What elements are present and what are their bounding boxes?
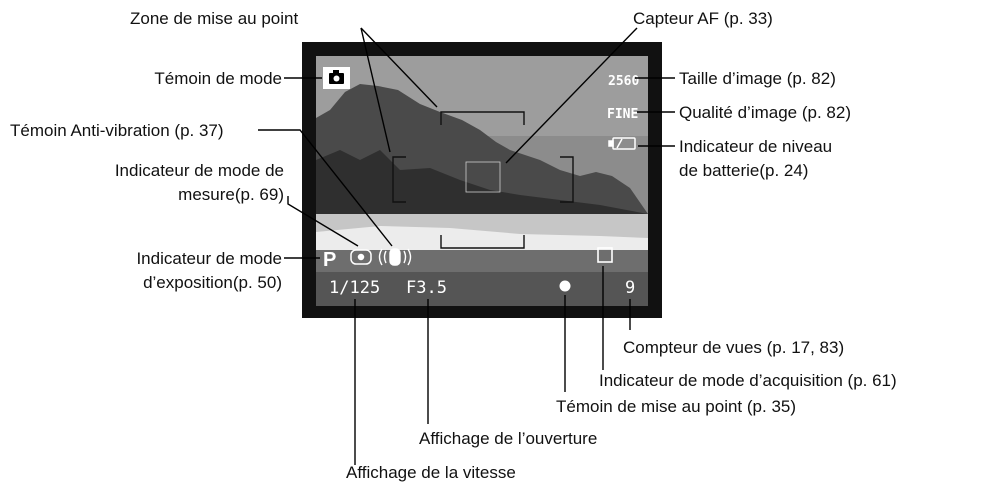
- label-battery-line2: de batterie(p. 24): [679, 161, 808, 180]
- lcd-photo-foreground-dark: [316, 272, 648, 306]
- osd-quality: FINE: [607, 107, 638, 122]
- label-drive-mode: Indicateur de mode d’acquisition (p. 61): [599, 371, 897, 390]
- focus-signal-dot: [559, 280, 571, 292]
- osd-aperture: F3.5: [406, 278, 447, 298]
- label-frame-counter: Compteur de vues (p. 17, 83): [623, 338, 844, 357]
- osd-shutter: 1/125: [329, 278, 380, 298]
- focus-frame: [392, 111, 574, 249]
- metering-icon: [350, 249, 372, 265]
- label-focus-zone: Zone de mise au point: [130, 9, 298, 28]
- osd-exposure-mode: P: [323, 249, 336, 271]
- label-mode-indicator: Témoin de mode: [154, 69, 282, 88]
- anti-shake-icon: [378, 248, 412, 266]
- label-shutter-display: Affichage de la vitesse: [346, 463, 516, 482]
- label-focus-signal: Témoin de mise au point (p. 35): [556, 397, 796, 416]
- label-aperture-display: Affichage de l’ouverture: [419, 429, 597, 448]
- label-image-size: Taille d’image (p. 82): [679, 69, 836, 88]
- label-metering-line2: mesure(p. 69): [178, 185, 284, 204]
- label-exposure-line1: Indicateur de mode: [136, 249, 282, 268]
- camera-mode-icon: [323, 67, 350, 89]
- leader-lines: [258, 27, 675, 465]
- label-exposure-line2: d’exposition(p. 50): [143, 273, 282, 292]
- callout-labels: Zone de mise au point Capteur AF (p. 33)…: [10, 9, 897, 482]
- label-battery-line1: Indicateur de niveau: [679, 137, 832, 156]
- af-sensor-box: [465, 161, 501, 193]
- label-anti-shake: Témoin Anti-vibration (p. 37): [10, 121, 224, 140]
- battery-icon: [608, 137, 636, 150]
- label-image-quality: Qualité d’image (p. 82): [679, 103, 851, 122]
- label-af-sensor: Capteur AF (p. 33): [633, 9, 773, 28]
- osd-image-size: 2560: [608, 74, 639, 89]
- lcd-photo-beach: [316, 226, 648, 252]
- drive-mode-icon: [597, 247, 613, 263]
- osd-frames: 9: [625, 278, 635, 298]
- lcd-screen: 2560 FINE P 1/125 F3.5 9: [302, 42, 662, 318]
- label-metering-line1: Indicateur de mode de: [115, 161, 284, 180]
